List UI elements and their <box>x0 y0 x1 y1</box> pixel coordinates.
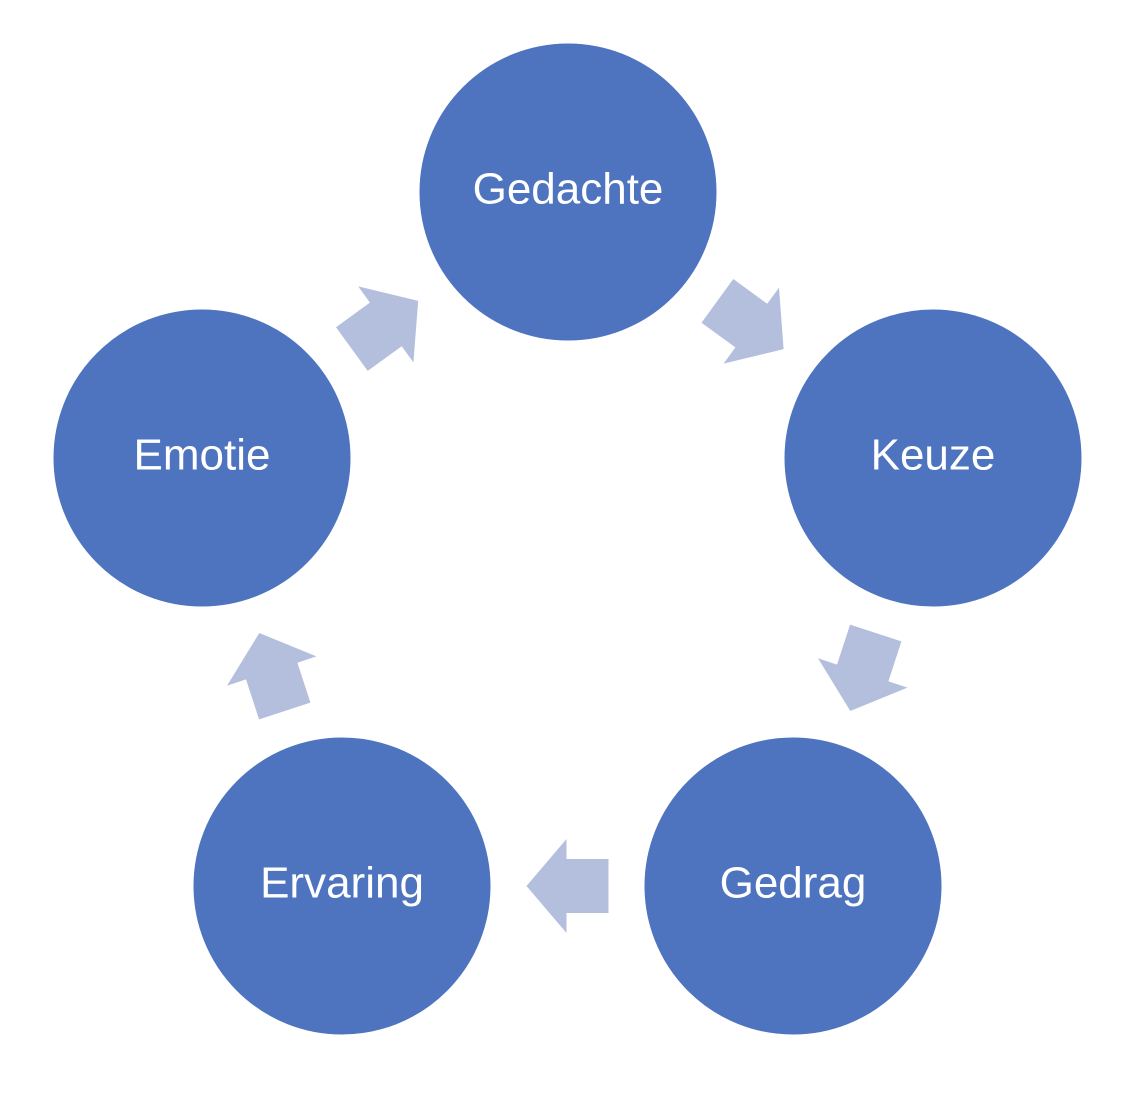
arrow-ervaring-to-emotie <box>227 633 317 720</box>
node-keuze-label: Keuze <box>871 431 996 480</box>
node-emotie-circle <box>50 306 354 610</box>
node-keuze: Keuze <box>781 306 1085 610</box>
node-gedachte-label: Gedachte <box>473 165 664 214</box>
node-ervaring-circle <box>190 734 494 1038</box>
node-gedrag-label: Gedrag <box>720 859 867 908</box>
node-gedachte-circle <box>416 40 720 344</box>
node-emotie: Emotie <box>50 306 354 610</box>
node-ervaring: Ervaring <box>190 734 494 1038</box>
node-emotie-label: Emotie <box>134 431 271 480</box>
arrow-keuze-to-gedrag <box>818 624 908 711</box>
node-gedrag-circle <box>641 734 945 1038</box>
node-gedachte: Gedachte <box>416 40 720 344</box>
node-keuze-circle <box>781 306 1085 610</box>
arrow-gedachte-to-keuze <box>701 279 784 364</box>
arrow-emotie-to-gedachte <box>336 286 419 371</box>
node-gedrag: Gedrag <box>641 734 945 1038</box>
node-ervaring-label: Ervaring <box>260 859 424 908</box>
arrow-gedrag-to-ervaring <box>526 839 609 933</box>
